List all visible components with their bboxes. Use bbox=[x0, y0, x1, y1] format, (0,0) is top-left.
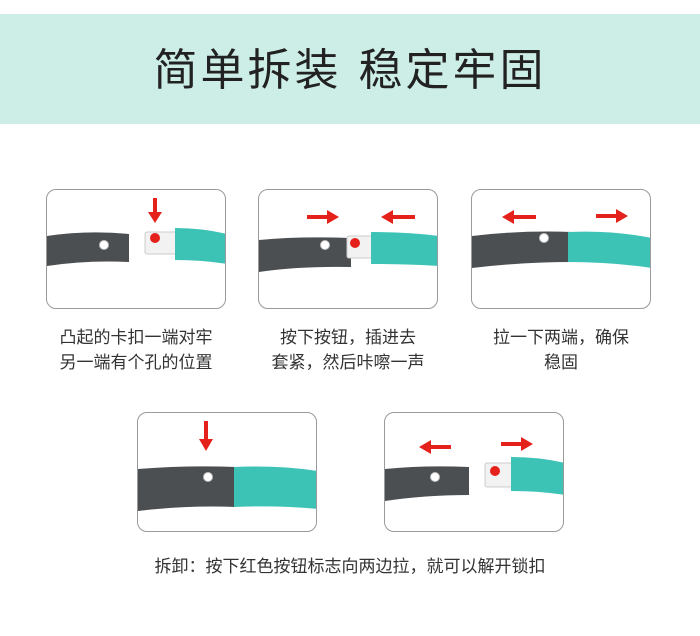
teal-tube bbox=[234, 466, 316, 509]
arrow-down-icon bbox=[148, 198, 162, 223]
red-button-dot bbox=[350, 238, 360, 248]
button-hole bbox=[203, 472, 213, 482]
teal-tube bbox=[511, 457, 563, 495]
gray-tube bbox=[385, 466, 469, 501]
button-hole bbox=[539, 233, 549, 243]
arrow-left-icon bbox=[502, 210, 536, 224]
arrow-right-icon bbox=[596, 209, 628, 223]
step-2-caption: 按下按钮，插进去 套紧，然后咔嚓一声 bbox=[252, 326, 444, 376]
removal-caption: 拆卸：按下红色按钮标志向两边拉，就可以解开锁扣 bbox=[154, 557, 546, 577]
arrow-right-icon bbox=[501, 437, 533, 451]
arrow-right-icon bbox=[307, 210, 339, 224]
teal-tube bbox=[568, 231, 650, 268]
arrow-left-icon bbox=[419, 440, 451, 454]
teal-tube bbox=[175, 228, 225, 264]
caption-line: 拉一下两端，确保 bbox=[493, 328, 629, 348]
step-1-caption: 凸起的卡扣一端对牢 另一端有个孔的位置 bbox=[40, 326, 232, 376]
button-hole bbox=[99, 240, 109, 250]
caption-line: 稳固 bbox=[544, 353, 578, 373]
page-title: 简单拆装 稳定牢固 bbox=[153, 45, 547, 96]
step-1-image bbox=[46, 189, 226, 309]
arrow-down-icon bbox=[199, 421, 213, 451]
button-hole bbox=[320, 240, 330, 250]
connector-clip bbox=[346, 235, 374, 259]
caption-line: 套紧，然后咔嚓一声 bbox=[271, 353, 425, 373]
step-3-caption: 拉一下两端，确保 稳固 bbox=[465, 326, 657, 376]
red-button-dot bbox=[150, 233, 160, 243]
gray-tube bbox=[47, 232, 129, 266]
arrow-left-icon bbox=[381, 210, 415, 224]
caption-line: 按下按钮，插进去 bbox=[280, 328, 416, 348]
step-2-image bbox=[258, 189, 438, 309]
removal-image-2 bbox=[384, 412, 564, 532]
button-hole bbox=[430, 472, 440, 482]
caption-line: 另一端有个孔的位置 bbox=[59, 353, 213, 373]
connector-clip bbox=[484, 462, 516, 488]
step-3-image bbox=[471, 189, 651, 309]
gray-tube bbox=[138, 466, 236, 511]
gray-tube bbox=[259, 237, 351, 272]
teal-tube bbox=[371, 232, 437, 266]
removal-image-1 bbox=[137, 412, 317, 532]
title-banner: 简单拆装 稳定牢固 bbox=[0, 14, 700, 124]
caption-line: 凸起的卡扣一端对牢 bbox=[59, 328, 213, 348]
red-button-dot bbox=[490, 466, 500, 476]
gray-tube bbox=[472, 231, 572, 268]
